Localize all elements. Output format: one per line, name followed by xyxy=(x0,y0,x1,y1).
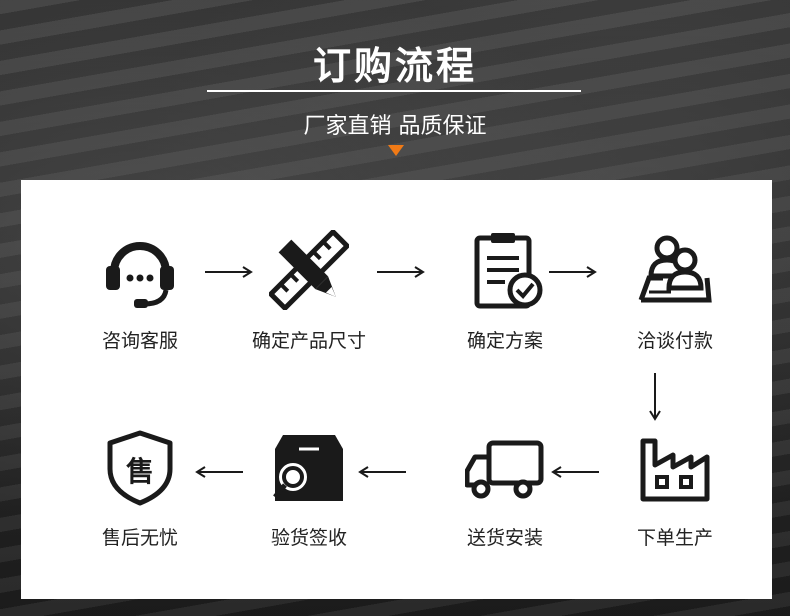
factory-icon xyxy=(640,438,710,502)
meeting-people-icon xyxy=(638,235,712,303)
clipboard-check-icon xyxy=(474,233,543,309)
arrow-right-icon xyxy=(377,266,425,278)
down-triangle-icon xyxy=(388,145,404,156)
page-subtitle: 厂家直销 品质保证 xyxy=(303,114,487,139)
step-label-consult: 咨询客服 xyxy=(101,330,178,352)
page-title: 订购流程 xyxy=(312,44,477,88)
arrow-right-icon xyxy=(205,266,253,278)
headset-icon xyxy=(106,242,174,308)
title-underline xyxy=(207,90,581,92)
seal-char: 售 xyxy=(126,455,154,488)
step-label-production: 下单生产 xyxy=(636,527,713,549)
step-label-inspection: 验货签收 xyxy=(270,527,347,549)
step-label-size: 确定产品尺寸 xyxy=(251,330,366,352)
box-inspect-icon xyxy=(273,435,343,501)
step-label-plan: 确定方案 xyxy=(466,330,543,352)
arrow-down-icon xyxy=(649,373,661,421)
arrow-left-icon xyxy=(358,466,406,478)
step-label-after-sale: 售后无忧 xyxy=(101,527,178,549)
arrow-left-icon xyxy=(551,466,599,478)
process-panel: 咨询客服 确定产品尺寸 xyxy=(21,180,772,599)
pencil-ruler-icon xyxy=(269,230,349,310)
step-label-delivery: 送货安装 xyxy=(466,527,543,549)
after-sale-shield-icon: 售 xyxy=(107,430,173,506)
arrow-left-icon xyxy=(195,466,243,478)
truck-icon xyxy=(465,440,544,499)
step-label-payment: 洽谈付款 xyxy=(636,330,713,352)
arrow-right-icon xyxy=(549,266,597,278)
